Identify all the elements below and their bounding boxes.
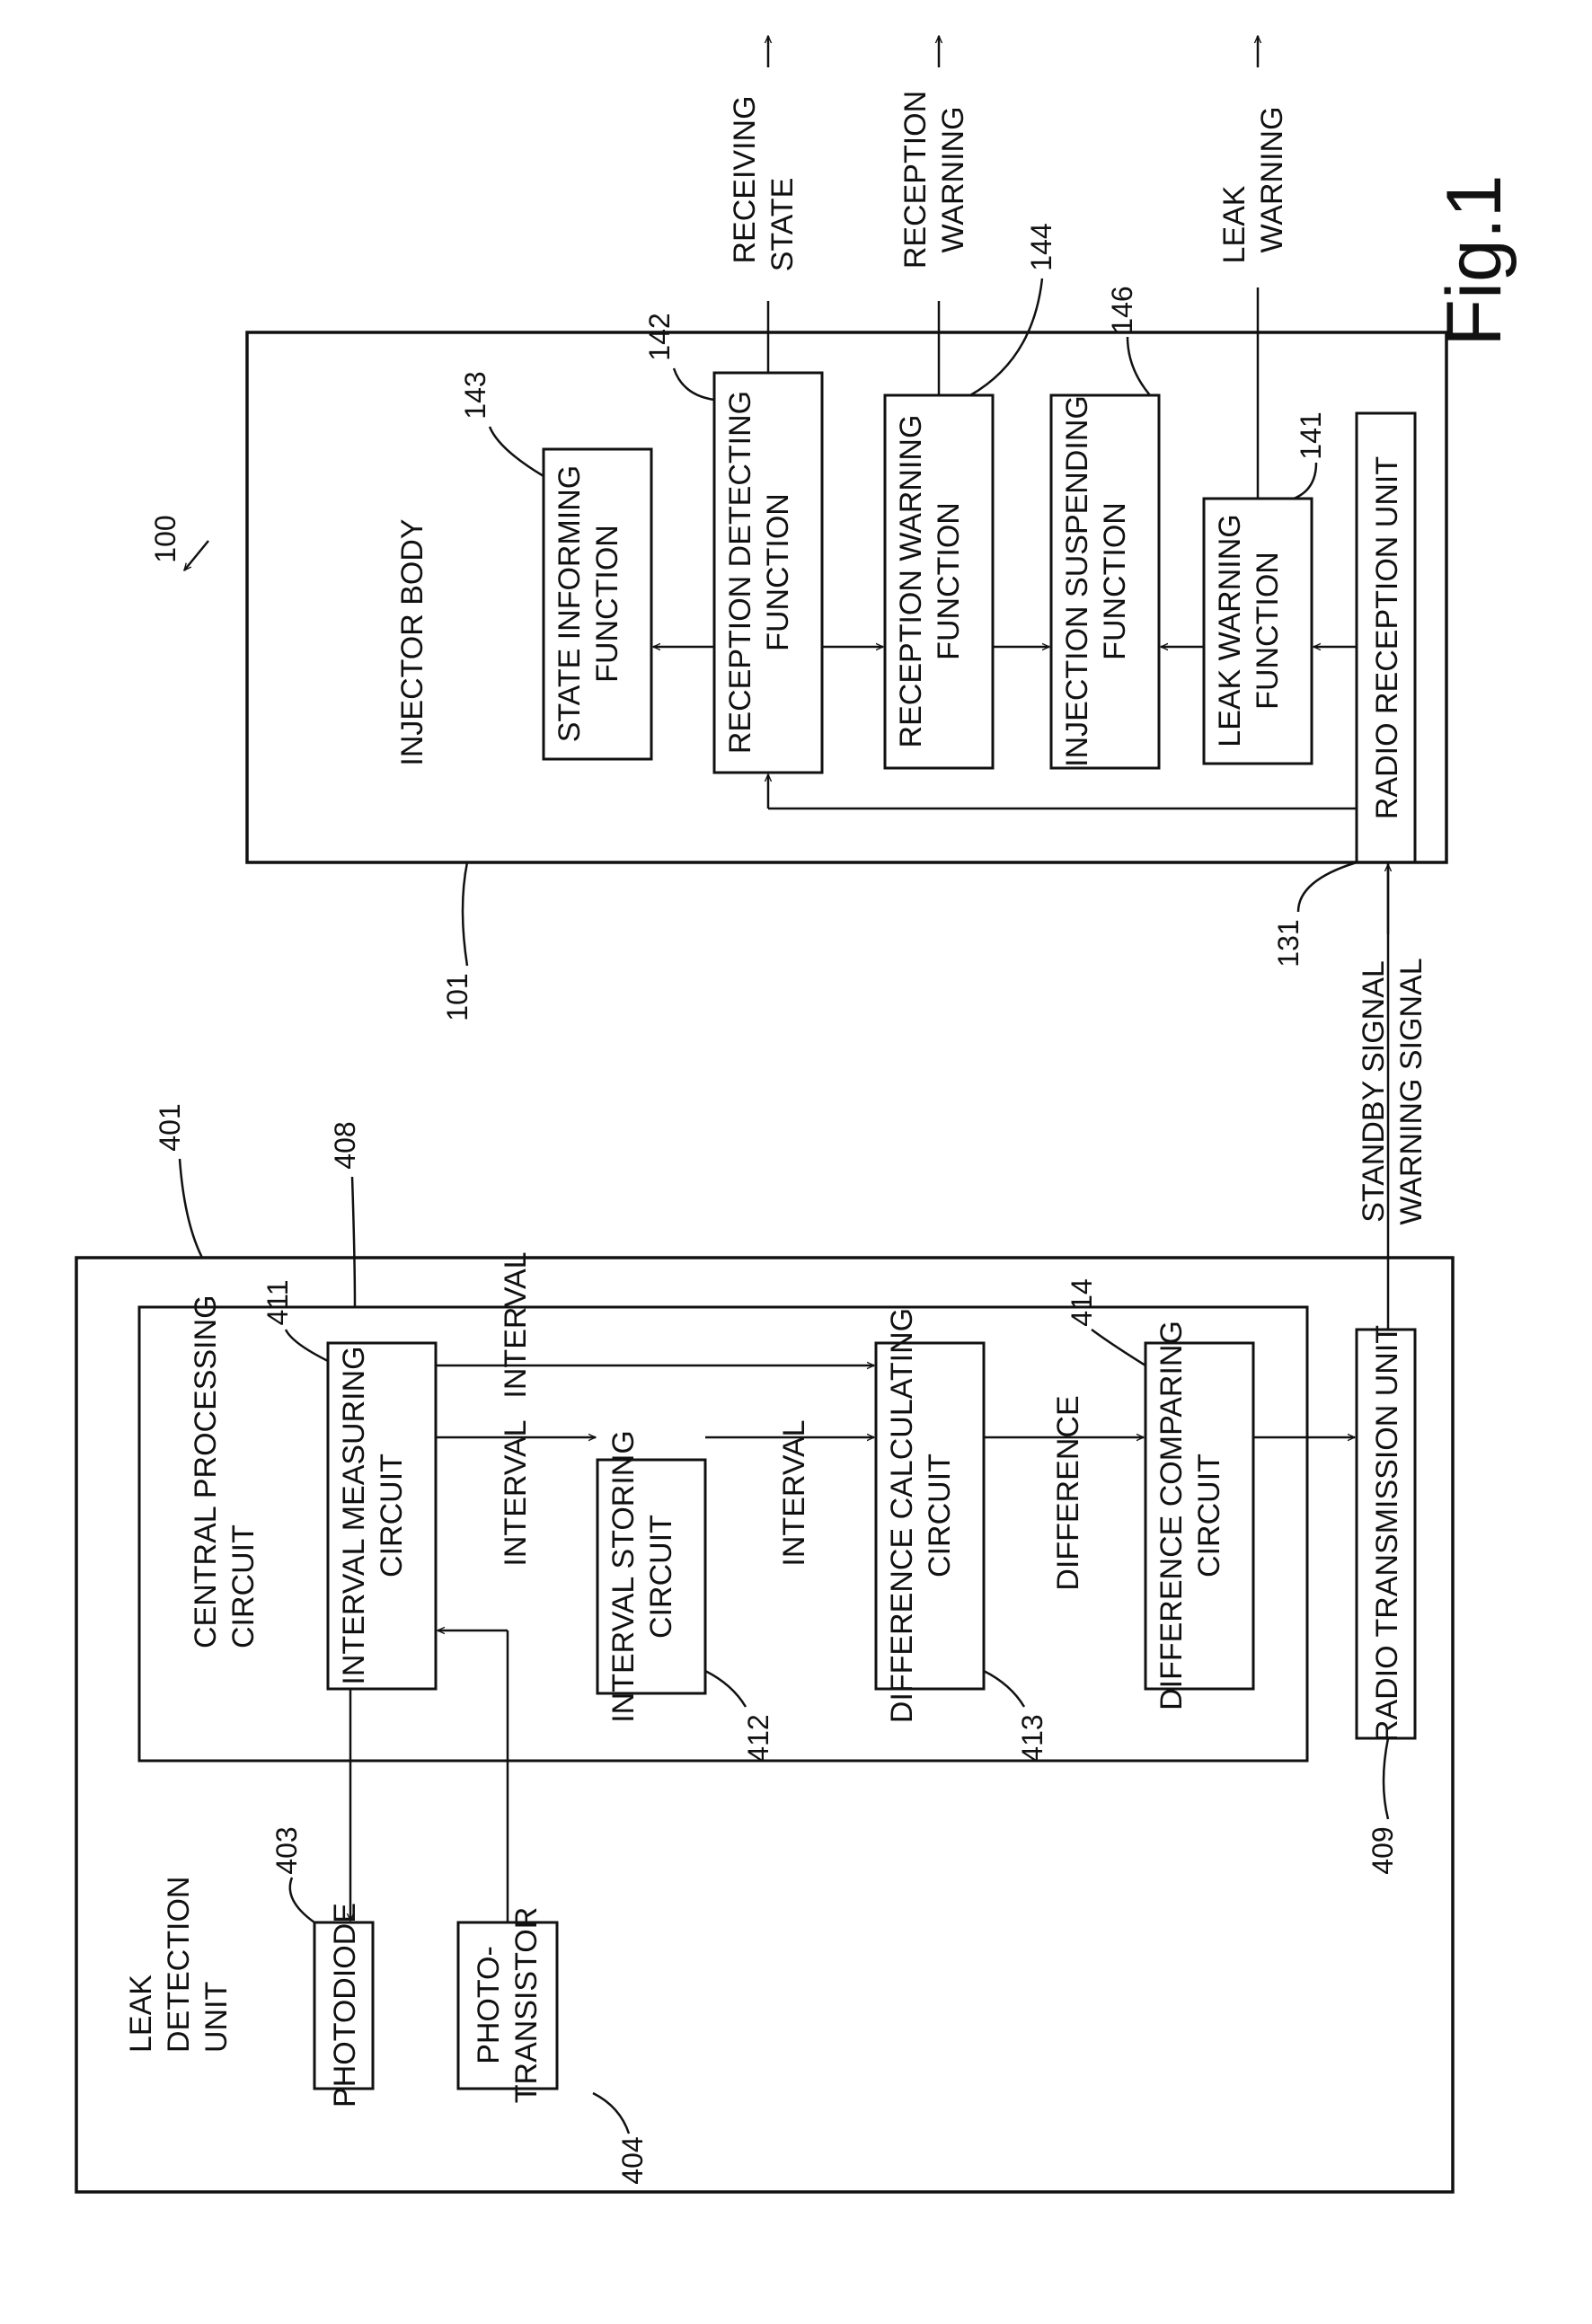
ref-408: 408 [329,1121,361,1169]
ref-131: 131 [1272,919,1305,967]
ref-403: 403 [270,1826,303,1874]
ref-101: 101 [441,973,473,1021]
ref-409-leader [1384,1738,1388,1819]
ref-142: 142 [643,313,676,360]
ref-100-arrow [184,541,208,570]
receiving-state-label-2: STATE [765,178,800,272]
ref-411-leader [286,1330,328,1361]
leak-unit-title-3: UNIT [199,1982,234,2053]
reception-warning-label-1: RECEPTION WARNING [894,415,928,748]
ref-144: 144 [1025,223,1057,270]
standby-signal-label: STANDBY SIGNAL [1357,960,1391,1223]
phototransistor-label-1: PHOTO- [472,1946,506,2064]
ref-411: 411 [261,1279,294,1325]
ref-401: 401 [154,1103,186,1151]
leak-unit-title-2: DETECTION [162,1877,196,2053]
figure-label: Fig.1 [1431,174,1517,346]
reception-detecting-label-2: FUNCTION [761,493,795,651]
photodiode-label: PHOTODIODE [328,1903,362,2108]
ref-144-leader [970,278,1042,395]
interval-storing-label-2: CIRCUIT [644,1515,678,1639]
difference-comparing-label-2: CIRCUIT [1192,1454,1226,1577]
ref-412: 412 [742,1714,774,1762]
reception-warning-out-label-1: RECEPTION [898,91,933,269]
ref-404: 404 [616,2136,649,2184]
ref-131-leader [1298,862,1357,912]
ref-412-leader [705,1671,746,1707]
injection-suspending-label-2: FUNCTION [1098,502,1132,660]
radio-reception-label: RADIO RECEPTION UNIT [1370,456,1404,819]
difference-comparing-label-1: DIFFERENCE COMPARING [1154,1321,1189,1710]
signal-interval-label-3: INTERVAL [777,1419,811,1566]
ref-142-leader [674,368,714,400]
leak-unit-title-1: LEAK [124,1975,158,2053]
ref-100: 100 [149,515,181,562]
ref-408-leader [352,1177,355,1307]
reception-detecting-label-1: RECEPTION DETECTING [723,391,757,754]
ref-401-leader [180,1159,202,1258]
injector-body-title: INJECTOR BODY [395,518,429,765]
state-informing-label-1: STATE INFORMING [553,465,587,743]
difference-calculating-label-2: CIRCUIT [923,1454,957,1577]
ref-146: 146 [1106,286,1138,333]
cpu-title-1: CENTRAL PROCESSING [189,1295,223,1648]
state-informing-label-2: FUNCTION [590,525,624,683]
ref-409: 409 [1366,1826,1399,1874]
warning-signal-label: WARNING SIGNAL [1394,958,1428,1224]
reception-warning-label-2: FUNCTION [932,502,966,660]
signal-interval-label-2: INTERVAL [499,1251,533,1398]
ref-414-leader [1092,1330,1145,1365]
ref-403-leader [290,1878,314,1922]
interval-measuring-label-1: INTERVAL MEASURING [337,1346,371,1684]
leak-warning-out-label-1: LEAK [1217,185,1251,263]
ref-414: 414 [1066,1278,1098,1326]
ref-141: 141 [1295,411,1327,459]
leak-warning-out-label-2: WARNING [1255,106,1289,252]
ref-141-leader [1294,463,1316,499]
difference-calculating-label-1: DIFFERENCE CALCULATING [885,1308,919,1723]
phototransistor-label-2: TRANSISTOR [509,1907,544,2104]
interval-measuring-label-2: CIRCUIT [375,1454,409,1577]
leak-warning-label-1: LEAK WARNING [1213,514,1247,747]
interval-storing-label-1: INTERVAL STORING [606,1430,641,1723]
reception-warning-out-label-2: WARNING [936,106,970,252]
signal-interval-label-1: INTERVAL [499,1419,533,1566]
signal-difference-label: DIFFERENCE [1051,1395,1085,1590]
ref-101-leader [463,862,467,966]
ref-404-leader [593,2093,629,2134]
leak-warning-label-2: FUNCTION [1251,552,1285,710]
radio-transmission-label: RADIO TRANSMISSION UNIT [1370,1325,1404,1742]
ref-146-leader [1128,337,1150,395]
cpu-box [139,1307,1307,1761]
receiving-state-label-1: RECEIVING [728,95,762,263]
cpu-title-2: CIRCUIT [226,1524,261,1648]
ref-143-leader [490,427,544,476]
ref-143: 143 [459,371,491,419]
ref-413-leader [984,1671,1024,1707]
injection-suspending-label-1: INJECTION SUSPENDING [1060,395,1094,767]
ref-413: 413 [1016,1714,1048,1762]
